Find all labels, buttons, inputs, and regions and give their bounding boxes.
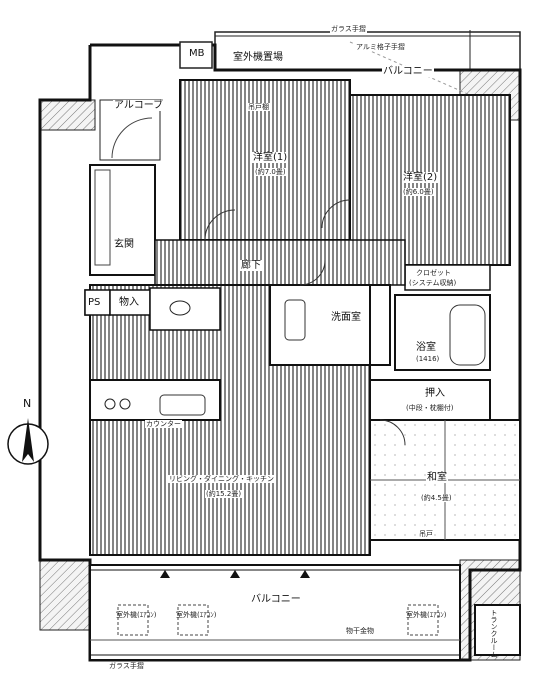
glass-bottom-note: ガラス手摺	[108, 662, 145, 670]
oshiire-box	[369, 379, 491, 421]
western-room-2-size: (約6.0畳)	[402, 188, 435, 196]
western-room-1-size: (約7.0畳)	[254, 168, 287, 176]
mb-label: MB	[188, 48, 206, 59]
western-room-1-label: 洋室(1)	[252, 152, 289, 163]
aircon-unit-2	[177, 604, 209, 636]
hanging-note: 吊戸棚	[247, 103, 270, 111]
trunk-room-box	[474, 604, 521, 656]
ps-label: PS	[87, 297, 102, 308]
western-room-2-label: 洋室(2)	[402, 172, 439, 183]
oshiire-note: (中段・枕棚付)	[405, 404, 455, 412]
washitsu-label: 和室	[426, 472, 448, 483]
aircon-unit-3	[407, 604, 439, 636]
north-compass: N	[4, 398, 52, 478]
compass-arrow-icon	[7, 418, 49, 465]
aircon-unit-1	[117, 604, 149, 636]
main-outline	[38, 43, 522, 662]
outdoor-unit-label: 室外機置場	[232, 52, 284, 63]
counter-label: カウンター	[145, 420, 182, 428]
bottom-rail-note: 物干金物	[345, 627, 375, 635]
north-label: N	[23, 397, 32, 410]
washitsu-size: (約4.5畳)	[420, 494, 453, 502]
bottom-balcony	[89, 564, 461, 661]
closet-label: クロゼット	[415, 269, 452, 277]
aircon-2-label: 室外機(ｴｱｺﾝ)	[176, 611, 217, 619]
aircon-3-label: 室外機(ｴｱｺﾝ)	[406, 611, 447, 619]
top-balcony	[214, 30, 521, 96]
storage-label: 物入	[118, 297, 140, 308]
top-balcony-label: バルコニー	[382, 66, 434, 77]
oshiire-label: 押入	[424, 388, 446, 399]
bath-size: (1416)	[415, 355, 441, 363]
washroom-label: 洗面室	[330, 312, 362, 323]
bath-label: 浴室	[415, 342, 437, 353]
alcove-label: アルコーブ	[113, 100, 165, 111]
hallway-label: 廊下	[240, 260, 262, 271]
bottom-balcony-label: バルコニー	[250, 594, 302, 605]
glass-top-note: ガラス手摺	[330, 25, 367, 33]
ldk-size: (約15.2畳)	[205, 490, 243, 498]
closet-note: (システム収納)	[408, 279, 458, 287]
aircon-1-label: 室外機(ｴｱｺﾝ)	[116, 611, 157, 619]
ldk-label: リビング・ダイニング・キッチン	[168, 475, 275, 483]
hanging-door-note: 吊戸	[418, 530, 434, 538]
trunk-room-label: トランクルーム	[490, 609, 498, 658]
entrance-label: 玄関	[113, 239, 135, 250]
hallway-area	[154, 239, 406, 286]
aluminum-top-note: アルミ格子手摺	[355, 43, 406, 51]
